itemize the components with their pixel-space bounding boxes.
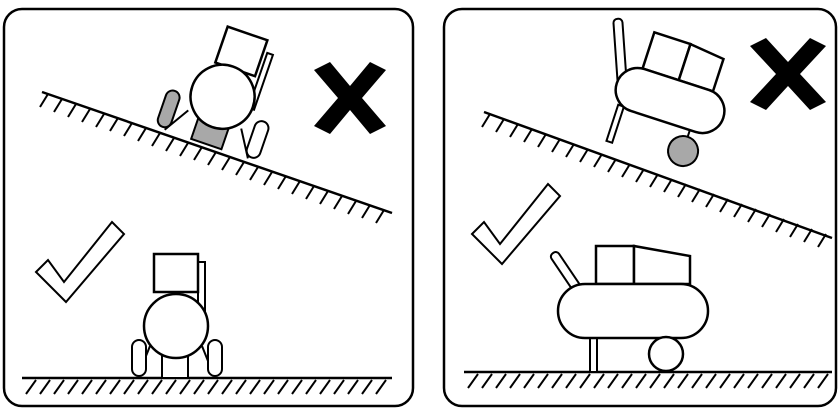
sloped-ground (39, 90, 393, 224)
compressor-front-level (131, 252, 223, 379)
sloped-ground (481, 110, 833, 248)
side-view-illustration (442, 7, 838, 408)
check-icon (34, 220, 126, 304)
compressor-front-on-slope (156, 25, 275, 159)
panel-side-view (440, 0, 839, 410)
panel-front-view (0, 0, 419, 410)
cross-icon (750, 38, 826, 110)
check-icon (470, 182, 562, 266)
front-view-illustration (2, 7, 415, 408)
cross-icon (314, 62, 386, 134)
panel-frame (442, 7, 838, 408)
level-ground (464, 370, 832, 389)
compressor-side-level (549, 244, 710, 373)
panel-frame (2, 7, 415, 408)
compressor-side-on-slope (605, 17, 726, 168)
level-ground (22, 376, 392, 395)
